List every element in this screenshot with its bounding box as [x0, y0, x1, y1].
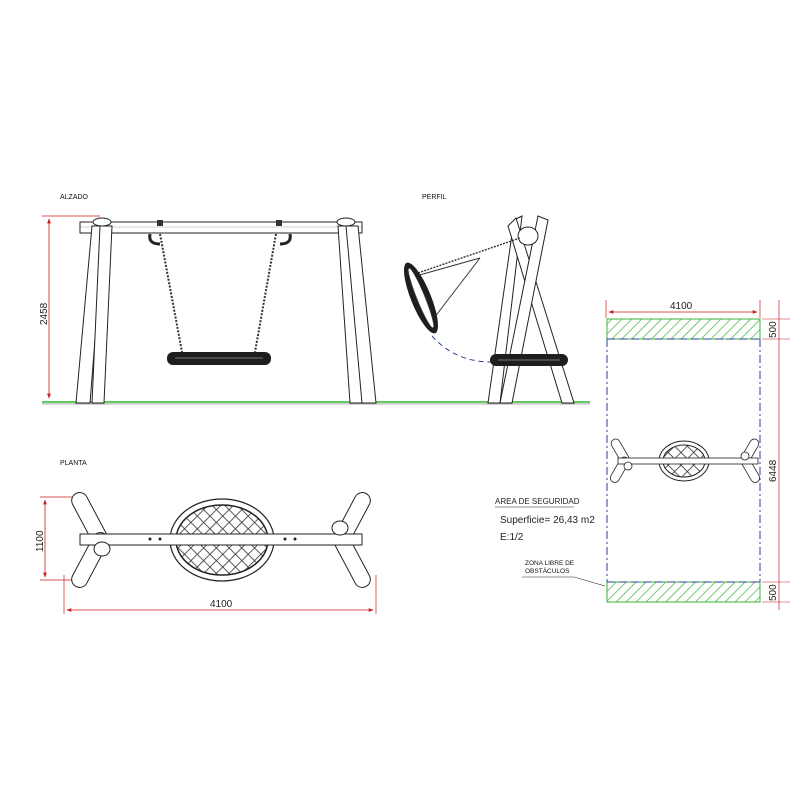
alzado-title: ALZADO: [60, 194, 89, 201]
alzado-view: ALZADO 2458: [39, 194, 590, 405]
margin-top-value: 500: [768, 321, 779, 338]
zone-label-line2: OBSTÁCULOS: [525, 566, 570, 575]
right-leg-back: [345, 225, 377, 404]
left-hanger: [148, 233, 161, 246]
margin-bottom-value: 500: [768, 584, 779, 601]
safety-zone-bottom: [606, 581, 761, 603]
planta-title: PLANTA: [60, 460, 87, 467]
left-leg-back: [91, 225, 113, 404]
plan-beam: [79, 533, 363, 546]
top-beam: [79, 221, 363, 234]
perfil-title: PERFIL: [422, 194, 447, 201]
swing-arc: [431, 335, 493, 363]
mini-beam: [617, 457, 759, 465]
right-hanger: [279, 233, 292, 246]
safety-length-value: 6448: [768, 459, 779, 482]
profile-beam-section: [517, 226, 539, 246]
perfil-view: PERFIL: [404, 194, 575, 404]
safety-area-plan: 4100 500 6448 500: [605, 300, 790, 610]
safety-width-value: 4100: [670, 301, 693, 312]
profile-chain-lower: [433, 257, 481, 319]
zone-leader-line: [573, 576, 606, 587]
zone-label-line1: ZONA LIBRE DE: [525, 560, 575, 567]
safety-zone-top: [606, 318, 761, 340]
planta-view: PLANTA 1100 4100: [35, 460, 377, 614]
profile-chain-upper: [411, 237, 521, 276]
safety-area-surface: Superficie= 26,43 m2: [500, 515, 595, 526]
profile-seat-swung: [404, 262, 438, 334]
plan-width-dimension: 1100: [35, 496, 75, 581]
safety-area-scale: E:1/2: [500, 532, 524, 543]
plan-length-value: 4100: [210, 599, 233, 610]
left-chain: [159, 233, 183, 353]
right-chain: [254, 233, 277, 353]
safety-area-notes: AREA DE SEGURIDAD Superficie= 26,43 m2 E…: [495, 497, 606, 587]
height-dimension: 2458: [39, 215, 100, 399]
safety-area-title: AREA DE SEGURIDAD: [495, 497, 580, 506]
plan-length-dimension: 4100: [63, 575, 377, 614]
plan-width-value: 1100: [35, 530, 46, 552]
height-dimension-value: 2458: [39, 302, 50, 325]
